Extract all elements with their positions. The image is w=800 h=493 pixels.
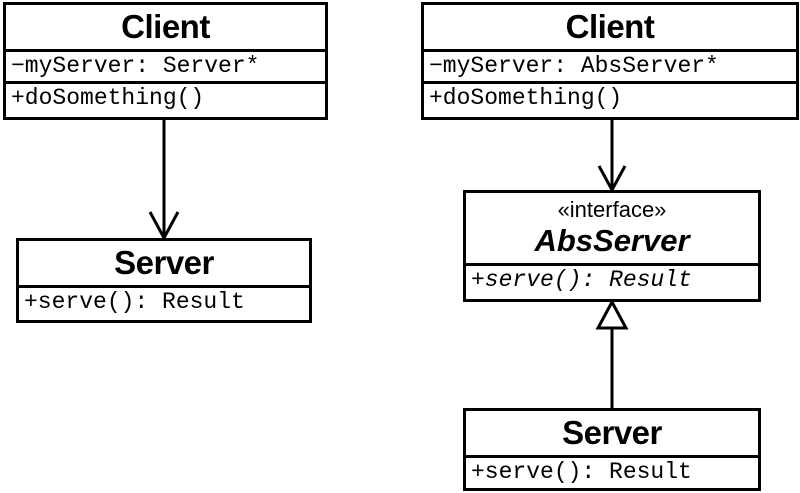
abs-server-interface: «interface» AbsServer +serve(): Result: [463, 190, 761, 302]
realization-arrow: [595, 298, 629, 408]
class-attribute: −myServer: Server*: [11, 53, 260, 79]
right-client-class: Client −myServer: AbsServer* +doSomethin…: [421, 2, 799, 120]
interface-stereotype: «interface»: [557, 197, 667, 222]
right-server-class: Server +serve(): Result: [463, 408, 761, 491]
class-name: Server: [19, 241, 309, 288]
class-operation: +serve(): Result: [471, 459, 692, 485]
class-name: Client: [424, 5, 796, 52]
interface-operation: +serve(): Result: [471, 267, 692, 293]
class-name: Server: [466, 411, 758, 458]
left-client-class: Client −myServer: Server* +doSomething(): [3, 2, 328, 120]
class-attribute: −myServer: AbsServer*: [429, 53, 719, 79]
class-operation: +doSomething(): [6, 81, 325, 113]
right-association-arrow: [597, 120, 627, 194]
class-name: Client: [6, 5, 325, 52]
class-operation: +serve(): Result: [24, 289, 245, 315]
left-association-arrow: [148, 120, 180, 242]
left-server-class: Server +serve(): Result: [16, 238, 312, 323]
interface-name: AbsServer: [466, 223, 758, 266]
class-operation: +doSomething(): [424, 81, 796, 113]
